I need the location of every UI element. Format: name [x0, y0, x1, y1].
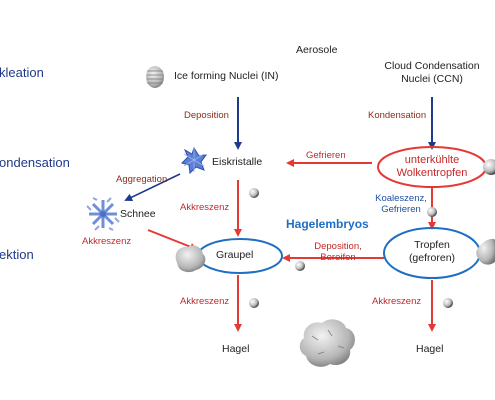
- node-schnee: Schnee: [120, 208, 156, 220]
- sphere-icon: [483, 159, 495, 175]
- node-aerosole: Aerosole: [296, 44, 338, 56]
- tropfen-line-1: Tropfen: [414, 239, 450, 251]
- graupel-particle-icon: [175, 245, 206, 273]
- edge-label-akkreszenz-schnee: Akkreszenz: [82, 236, 132, 247]
- sphere-icon: [249, 298, 259, 308]
- hagelembryos-label: Hagelembryos: [286, 217, 369, 231]
- arrow-schnee-graupel: [147, 229, 198, 251]
- arrow-aggregation: [124, 173, 181, 202]
- edge-label-deposition: Deposition: [184, 110, 229, 121]
- ccn-line-1: Cloud Condensation: [384, 60, 480, 72]
- edge-label-koaleszenz-gefrieren: Koaleszenz, Gefrieren: [372, 193, 430, 216]
- node-hagel-right: Hagel: [416, 343, 444, 355]
- node-ice-nuclei: Ice forming Nuclei (IN): [174, 70, 279, 82]
- sphere-icon: [443, 298, 453, 308]
- snow-flake-icon: [86, 197, 120, 231]
- sphere-icon: [249, 188, 259, 198]
- edge-label-gefrieren: Gefrieren: [306, 150, 346, 161]
- node-tropfen-gefroren: Tropfen (gefroren): [392, 239, 472, 264]
- edge-label-akkreszenz-graupel-hagel: Akkreszenz: [180, 296, 230, 307]
- process-label-konvektion: ektion: [0, 247, 34, 262]
- edge-label-aggregation: Aggregation: [116, 174, 168, 185]
- hagel-particle-icon: [299, 319, 355, 367]
- process-label-nukleation: kleation: [0, 65, 44, 80]
- unterkuehlte-line-2: Wolkentropfen: [396, 167, 468, 180]
- node-eiskristalle: Eiskristalle: [212, 156, 263, 168]
- ice-crystal-icon: [181, 146, 208, 175]
- edge-label-kondensation: Kondensation: [368, 110, 427, 121]
- process-label-kondensation: ondensation: [0, 155, 70, 170]
- node-unterkuehlte-wolkentropfen: unterkühlte Wolkentropfen: [384, 154, 480, 180]
- node-hagel-left: Hagel: [222, 343, 250, 355]
- node-graupel: Graupel: [216, 249, 254, 261]
- tropfen-line-2: (gefroren): [408, 251, 456, 264]
- ice-nuclei-particle-icon: [146, 66, 164, 88]
- edge-label-akkreszenz-tropfen-hagel: Akkreszenz: [372, 296, 422, 307]
- koaleszenz-line-1: Koaleszenz,: [375, 193, 427, 204]
- unterkuehlte-line-1: unterkühlte: [404, 154, 460, 166]
- node-ccn: Cloud Condensation Nuclei (CCN): [372, 60, 492, 85]
- koaleszenz-line-2: Gefrieren: [381, 204, 421, 216]
- edge-label-akkreszenz-eiskristalle: Akkreszenz: [180, 202, 230, 213]
- edge-label-deposition-bereifen: Deposition, Bereifen: [306, 241, 370, 264]
- deposition-bereifen-line-1: Deposition,: [314, 241, 362, 252]
- deposition-bereifen-line-2: Bereifen: [320, 252, 356, 264]
- tropfen-particle-icon: [476, 238, 495, 265]
- sphere-icon: [295, 261, 305, 271]
- ccn-line-2: Nuclei (CCN): [401, 72, 463, 85]
- sphere-icon: [427, 207, 437, 217]
